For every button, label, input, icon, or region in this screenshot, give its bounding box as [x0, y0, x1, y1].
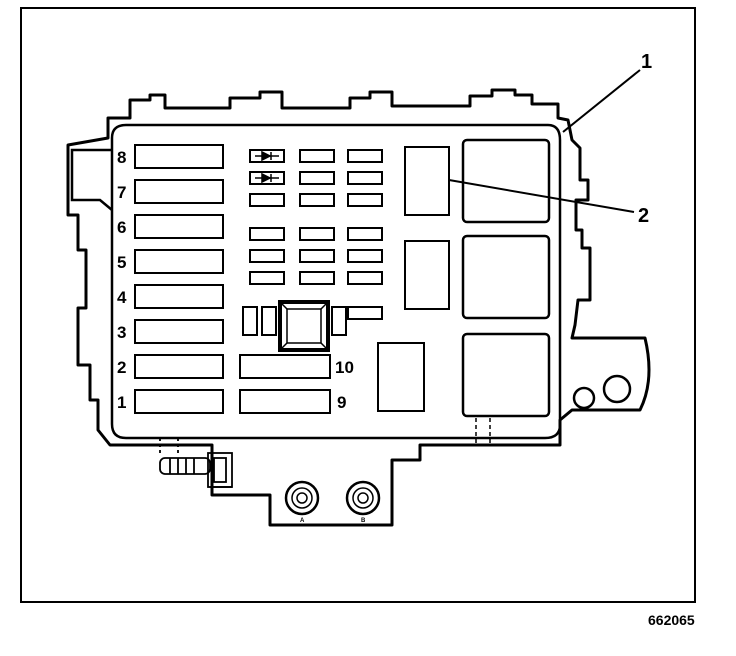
maxi-fuse-slots [239, 354, 331, 414]
mini-fuse [299, 271, 335, 285]
fuse-slot-2 [134, 354, 224, 379]
bottom-clip [475, 418, 491, 445]
mini-fuse [299, 171, 335, 185]
large-relay [461, 234, 551, 320]
mini-fuse [347, 227, 383, 241]
fuse-slot-3 [134, 319, 224, 344]
left-mounting-tab [70, 148, 113, 211]
maxi-fuse-label-9: 9 [337, 393, 346, 412]
fuse-slot-6 [134, 214, 224, 239]
mini-fuse [347, 171, 383, 185]
side-connector [159, 438, 233, 488]
stud-terminal-b [345, 480, 381, 516]
mini-relay [404, 146, 450, 216]
callout-2: 2 [638, 205, 649, 227]
mini-fuse-grid [249, 149, 383, 285]
mounting-holes [572, 374, 632, 410]
leader-line-2 [448, 179, 635, 213]
mini-fuse [299, 149, 335, 163]
stud-terminals [284, 480, 381, 516]
housing-inner-line [110, 123, 562, 440]
fuse-label-4: 4 [117, 288, 127, 307]
mini-fuse [347, 193, 383, 207]
mini-fuse [249, 249, 285, 263]
fuse-slot-1 [134, 389, 224, 414]
mounting-hole [572, 386, 596, 410]
mini-fuse [347, 271, 383, 285]
fuse-label-2: 2 [117, 358, 126, 377]
large-relays [461, 138, 551, 418]
fuse-label-6: 6 [117, 218, 126, 237]
outer-frame [20, 7, 696, 603]
fuse-label-3: 3 [117, 323, 126, 342]
figure-id: 662065 [648, 612, 695, 628]
mini-fuse [249, 227, 285, 241]
fuse-slot-7 [134, 179, 224, 204]
mini-relays [377, 146, 450, 412]
fuse-label-7: 7 [117, 183, 126, 202]
mini-fuse [249, 193, 285, 207]
large-relay [461, 332, 551, 418]
mini-relay [377, 342, 425, 412]
mini-relay [404, 240, 450, 310]
fuse-slot-8 [134, 144, 224, 169]
mini-fuse [347, 149, 383, 163]
fuse-label-1: 1 [117, 393, 126, 412]
leader-line-1 [562, 69, 641, 133]
maxi-fuse-slot-9 [239, 389, 331, 414]
mini-fuse [299, 227, 335, 241]
stud-label-b: B [361, 518, 366, 524]
large-relay [461, 138, 551, 224]
mini-fuse [299, 193, 335, 207]
mounting-hole [602, 374, 632, 404]
diode-icon [255, 172, 279, 184]
stud-label-a: A [300, 518, 305, 524]
large-fuse-slots [134, 144, 224, 414]
fuse-label-8: 8 [117, 148, 126, 167]
mini-fuse [347, 249, 383, 263]
housing-outline [66, 88, 651, 527]
fuse-label-column: 8 7 6 5 4 3 2 1 [117, 148, 127, 412]
mini-fuse [299, 249, 335, 263]
maxi-fuse-slot-10 [239, 354, 331, 379]
fuse-label-5: 5 [117, 253, 126, 272]
mini-fuse [249, 271, 285, 285]
maxi-fuse-label-10: 10 [335, 358, 354, 377]
diode-icon [255, 150, 279, 162]
callout-1: 1 [641, 51, 652, 73]
stud-terminal-a [284, 480, 320, 516]
center-connector [242, 300, 383, 352]
fuse-slot-5 [134, 249, 224, 274]
fuse-slot-4 [134, 284, 224, 309]
